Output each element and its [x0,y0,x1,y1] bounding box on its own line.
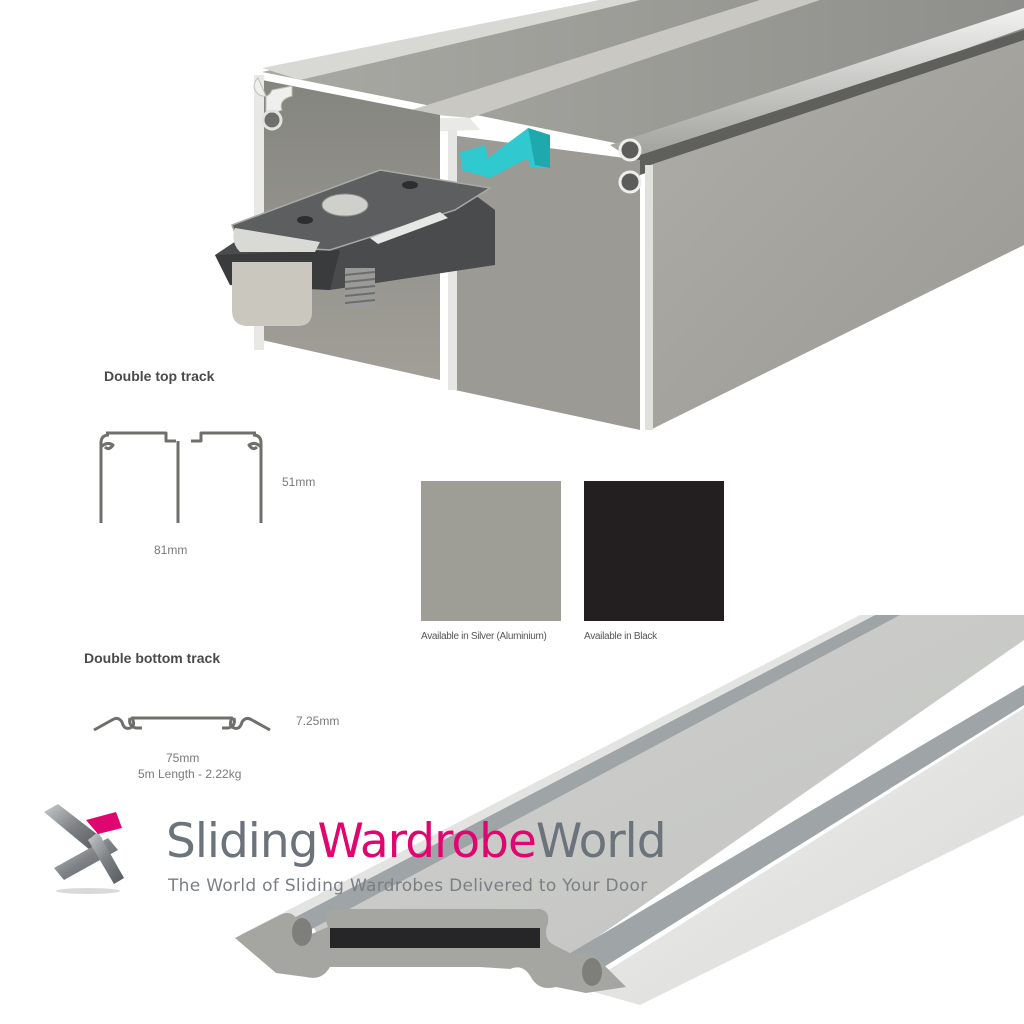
brand-name-wardrobe: Wardrobe [317,814,536,869]
bottom-track-length-weight: 5m Length - 2.22kg [138,767,242,781]
brand-tagline: The World of Sliding Wardrobes Delivered… [168,876,648,896]
top-track-title: Double top track [104,368,215,384]
top-track-illustration [215,0,1024,430]
top-track-height-label: 51mm [282,475,316,489]
bottom-track-height-label: 7.25mm [296,714,340,728]
brand-name: SlidingWardrobeWorld [166,818,667,865]
brand-logo-mark [40,798,145,896]
swatch-black [584,481,724,621]
bottom-track-width-label: 75mm [166,751,200,765]
swatch-black-label: Available in Black [584,631,657,642]
swatch-silver-label: Available in Silver (Aluminium) [421,631,547,642]
swatch-silver [421,481,561,621]
top-track-width-label: 81mm [154,543,188,557]
bottom-track-title: Double bottom track [84,650,221,666]
brand-name-sliding: Sliding [166,814,318,869]
brand-name-world: World [535,814,667,869]
bottom-track-render [220,610,1024,1024]
top-track-profile-diagram [96,425,266,525]
bottom-track-profile-diagram [92,708,272,736]
top-track-render [0,0,1024,440]
